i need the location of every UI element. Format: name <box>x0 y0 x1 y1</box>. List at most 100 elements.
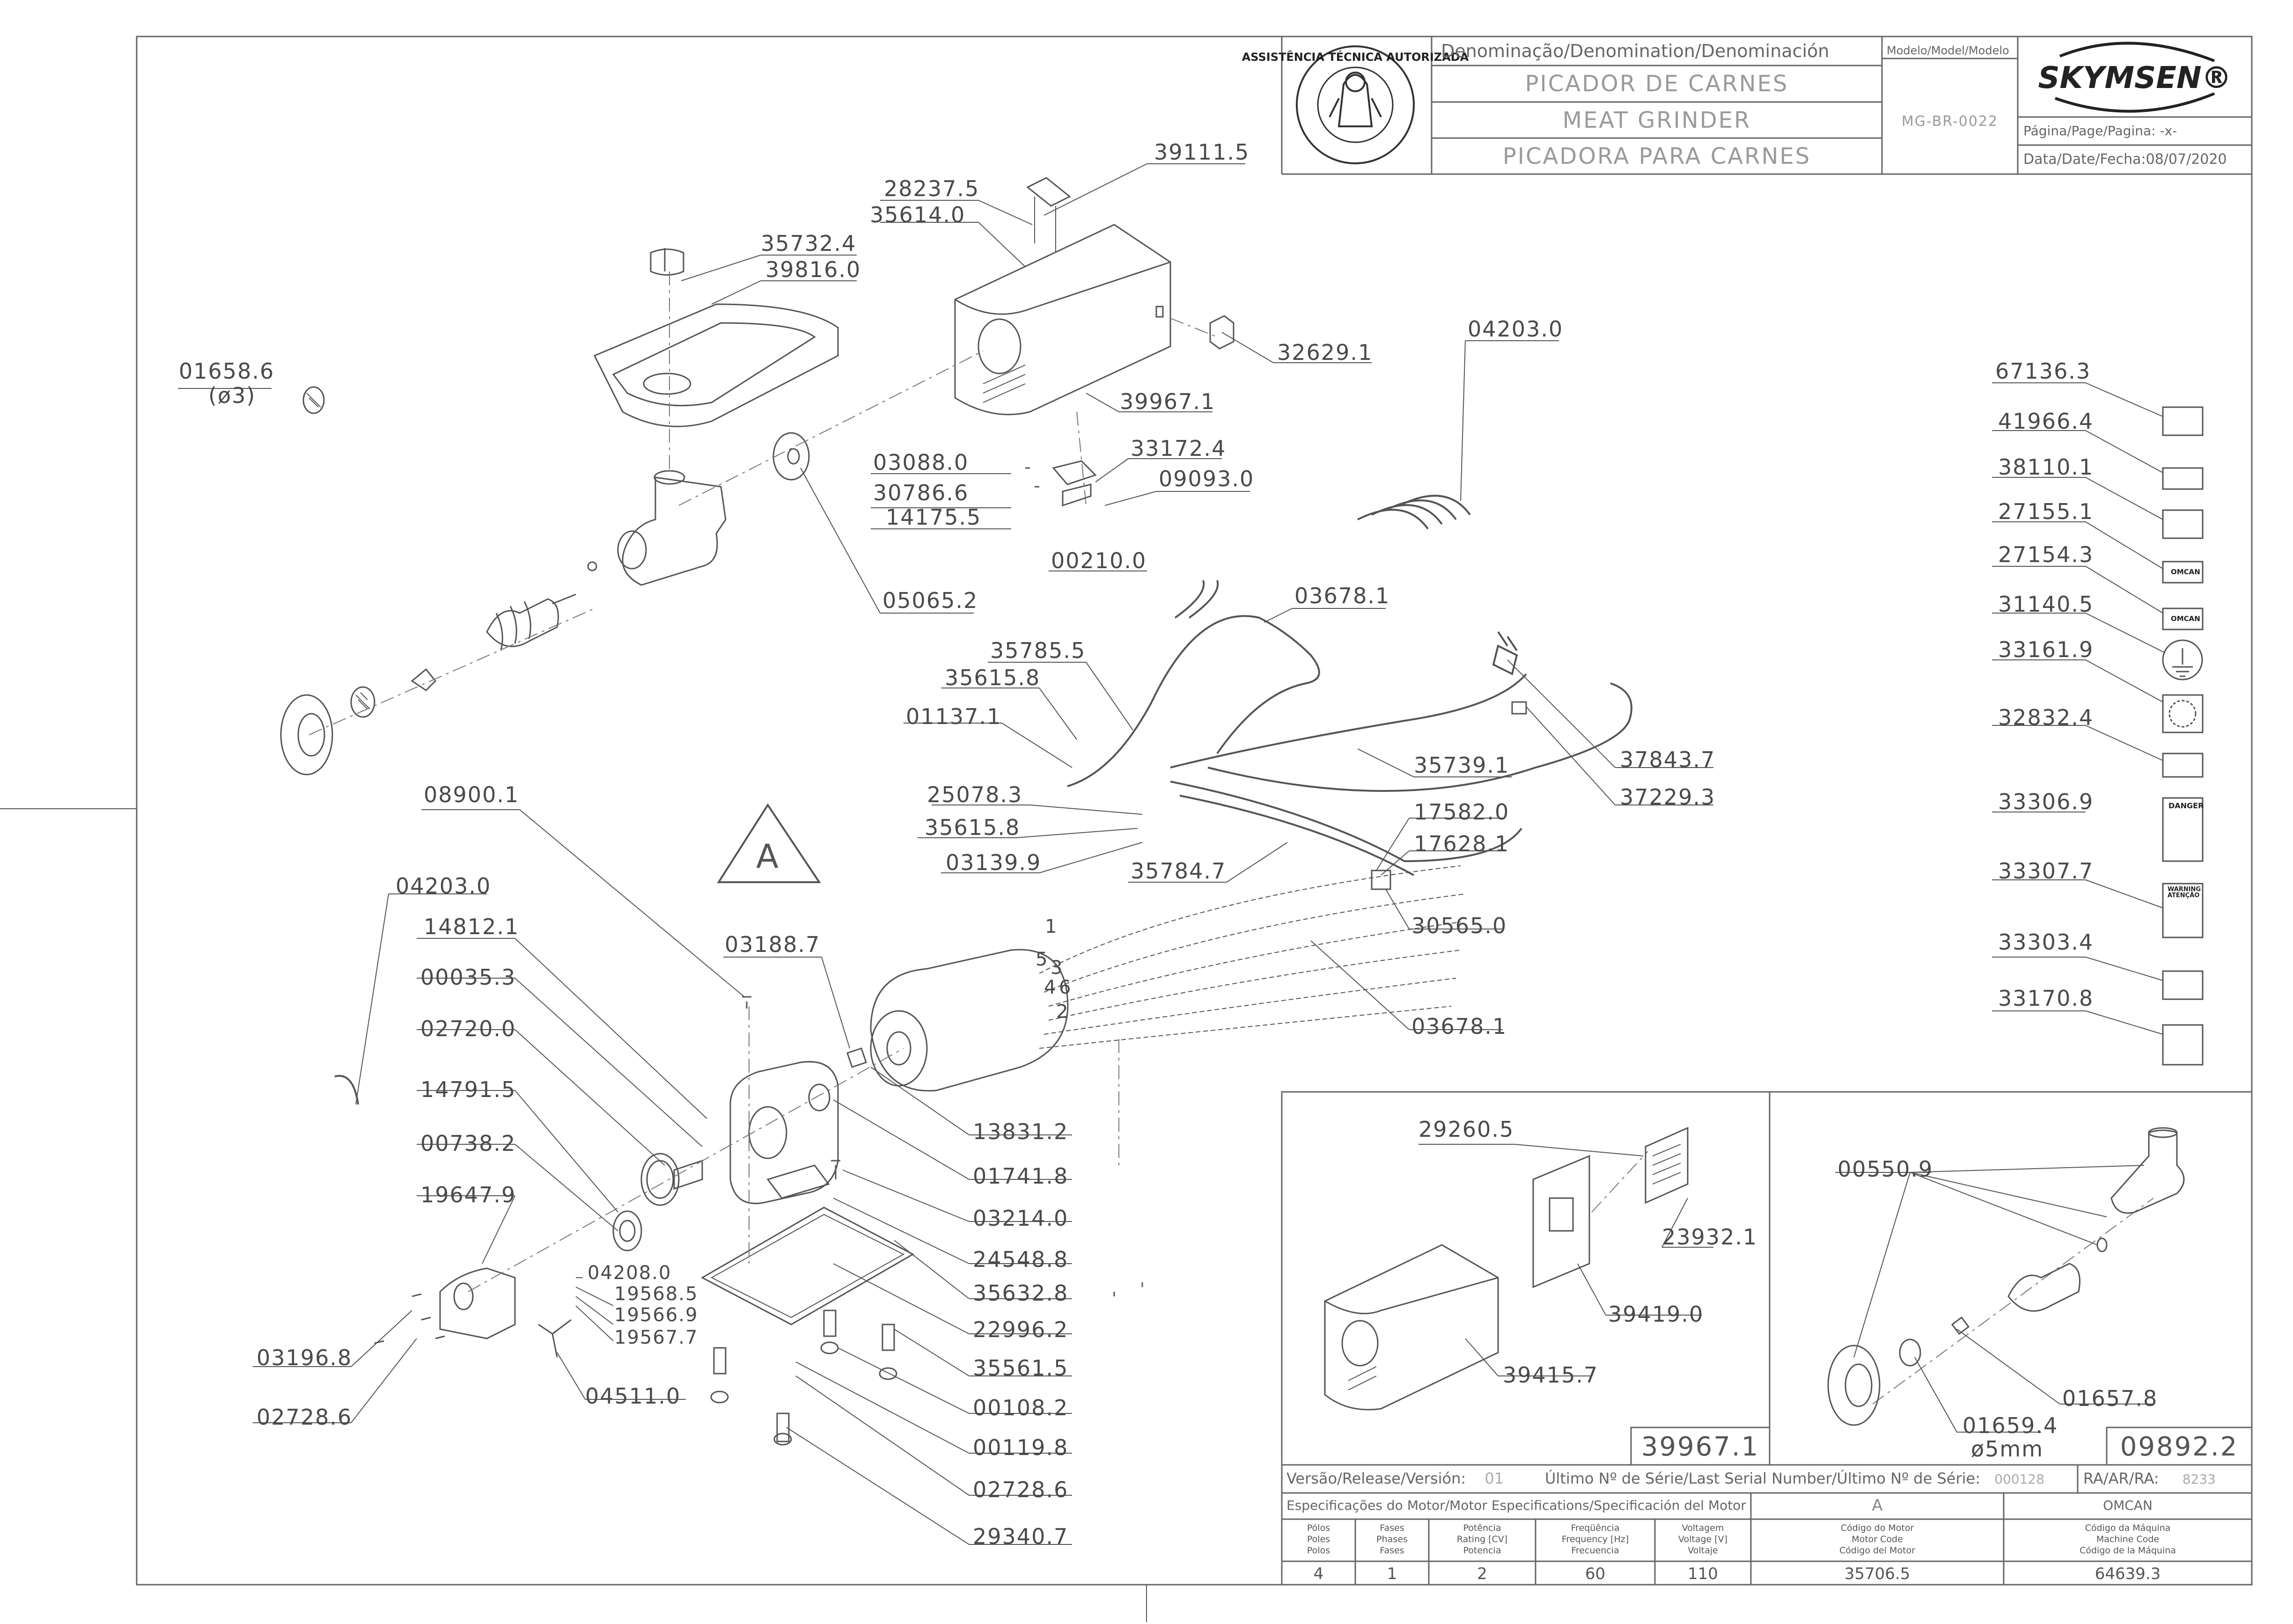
part-label: 32832.4 <box>1998 705 2094 730</box>
cover-bracket <box>1209 315 1235 350</box>
page-label: Página/Page/Pagina: -x- <box>2023 124 2177 138</box>
brand-code: OMCAN <box>2103 1498 2153 1513</box>
header-motor-code: Código do Motor Motor Code Código del Mo… <box>1839 1523 1915 1556</box>
wire-set-00210 <box>1174 580 1219 619</box>
model-label: Modelo/Model/Modelo <box>1887 44 2009 57</box>
lever-04511 <box>538 1319 572 1358</box>
authorized-service-seal <box>1296 45 1415 164</box>
part-label: 29260.5 <box>1418 1117 1514 1142</box>
header-machine-code: Código da Máquina Machine Code Código de… <box>2080 1523 2176 1556</box>
part-label: 27154.3 <box>1998 542 2094 567</box>
part-label: 01657.8 <box>2062 1386 2158 1411</box>
value-motor-code: 35706.5 <box>1844 1565 1911 1583</box>
mincing-plate <box>350 686 375 718</box>
release-label: Versão/Release/Versión: <box>1286 1470 1466 1487</box>
value-machine-code: 64639.3 <box>2095 1565 2161 1583</box>
part-label: 32629.1 <box>1277 340 1373 365</box>
wire-number: 1 <box>1045 916 1058 937</box>
gear-wheel <box>640 1153 703 1206</box>
serial-row: Último Nº de Série/Last Serial Number/Úl… <box>1545 1471 2044 1486</box>
part-label: 03188.7 <box>725 932 821 957</box>
power-cord-35739 <box>1170 631 1632 792</box>
cutting-knife <box>411 668 437 691</box>
inset-code-1: 39967.1 <box>1641 1432 1760 1462</box>
detail-marker-triangle <box>717 803 821 883</box>
part-label: 02728.6 <box>973 1477 1069 1502</box>
part-label: 04203.0 <box>396 873 492 899</box>
part-label: 35785.5 <box>990 638 1086 663</box>
header-phases: Fases Phases Fases <box>1376 1523 1408 1556</box>
cable-35785 <box>1067 615 1320 787</box>
part-label: 09093.0 <box>1159 466 1255 491</box>
part-label: 19568.5 <box>614 1283 698 1305</box>
detail-marker-visible: A <box>756 837 779 876</box>
assembly-axis-lines <box>309 271 2154 1405</box>
part-label: 23932.1 <box>1662 1224 1758 1250</box>
release-row: Versão/Release/Versión: 01 <box>1286 1471 1504 1486</box>
part-label: 30786.6 <box>873 480 969 505</box>
part-label: 17628.1 <box>1414 831 1510 856</box>
wire-04203-left <box>334 1075 359 1105</box>
leader-lines <box>178 163 2166 1545</box>
part-label: 13831.2 <box>973 1119 1069 1144</box>
part-label: 67136.3 <box>1995 358 2091 384</box>
part-label: 35739.1 <box>1414 753 1510 778</box>
part-label: 04511.0 <box>585 1383 681 1409</box>
danger-sticker-text: DANGER <box>2168 801 2204 810</box>
switch-bracket <box>1052 460 1097 507</box>
product-name-en: MEAT GRINDER <box>1562 107 1751 133</box>
detail-marker-letter: A <box>762 835 763 836</box>
wire-set-04203 <box>1357 495 1471 530</box>
part-label: 19567.7 <box>614 1327 698 1348</box>
part-label: 35561.5 <box>973 1355 1069 1381</box>
motor-cover <box>954 224 1171 416</box>
part-label: 17582.0 <box>1414 799 1510 825</box>
part-label: 35632.8 <box>973 1280 1069 1306</box>
product-name-es: PICADORA PARA CARNES <box>1502 143 1811 169</box>
part-label: 33161.9 <box>1998 637 2094 662</box>
omcan-sticker-1: OMCAN <box>2171 568 2200 576</box>
part-label: 38110.1 <box>1998 454 2094 480</box>
screw-set <box>374 467 1143 1344</box>
part-label: 37843.7 <box>1620 747 1716 772</box>
part-label: 02720.0 <box>420 1016 516 1041</box>
part-label: 27155.1 <box>1998 499 2094 524</box>
pinion-gear <box>612 1210 642 1251</box>
header-rating: Potência Rating [CV] Potencia <box>1456 1523 1508 1556</box>
part-label: 33307.7 <box>1998 858 2094 884</box>
capacitor-cable-35784 <box>1170 781 1522 876</box>
part-label: 39816.0 <box>765 257 861 282</box>
part-label: 01659.4 <box>1962 1413 2058 1438</box>
part-label: 03678.1 <box>1411 1014 1507 1039</box>
page-value: -x- <box>2160 123 2177 139</box>
cover-handle <box>1026 177 1071 253</box>
ra-row: RA/AR/RA: 8233 <box>2083 1471 2216 1486</box>
part-label: 24548.8 <box>973 1247 1069 1272</box>
part-label: 03196.8 <box>257 1345 353 1370</box>
serial-label: Último Nº de Série/Last Serial Number/Úl… <box>1545 1470 1980 1487</box>
part-label: 35732.4 <box>761 231 857 256</box>
part-label: 30565.0 <box>1411 913 1507 938</box>
base-feet <box>710 1309 897 1446</box>
value-voltage: 110 <box>1688 1565 1718 1583</box>
part-label: 33170.8 <box>1998 986 2094 1011</box>
value-rating: 2 <box>1477 1565 1487 1583</box>
drawing-frame <box>136 36 2253 1586</box>
part-label: 01741.8 <box>973 1163 1069 1189</box>
gearbox-housing <box>729 1061 839 1204</box>
part-label: 39419.0 <box>1608 1302 1704 1327</box>
serial-value: 000128 <box>1994 1471 2045 1487</box>
part-label: 33306.9 <box>1998 789 2094 814</box>
part-label: 41966.4 <box>1998 409 2094 434</box>
date-value: 08/07/2020 <box>2146 151 2227 168</box>
release-value: 01 <box>1485 1470 1504 1487</box>
label-stickers <box>2162 406 2204 1066</box>
header-voltage: Voltagem Voltage [V] Voltaje <box>1678 1523 1728 1556</box>
part-label: 04203.0 <box>1468 316 1564 342</box>
part-label: 00119.8 <box>973 1435 1069 1460</box>
part-label: 35614.0 <box>870 202 966 227</box>
ra-label: RA/AR/RA: <box>2083 1470 2159 1487</box>
part-label: 33172.4 <box>1131 436 1227 461</box>
part-label: 28237.5 <box>884 176 980 201</box>
